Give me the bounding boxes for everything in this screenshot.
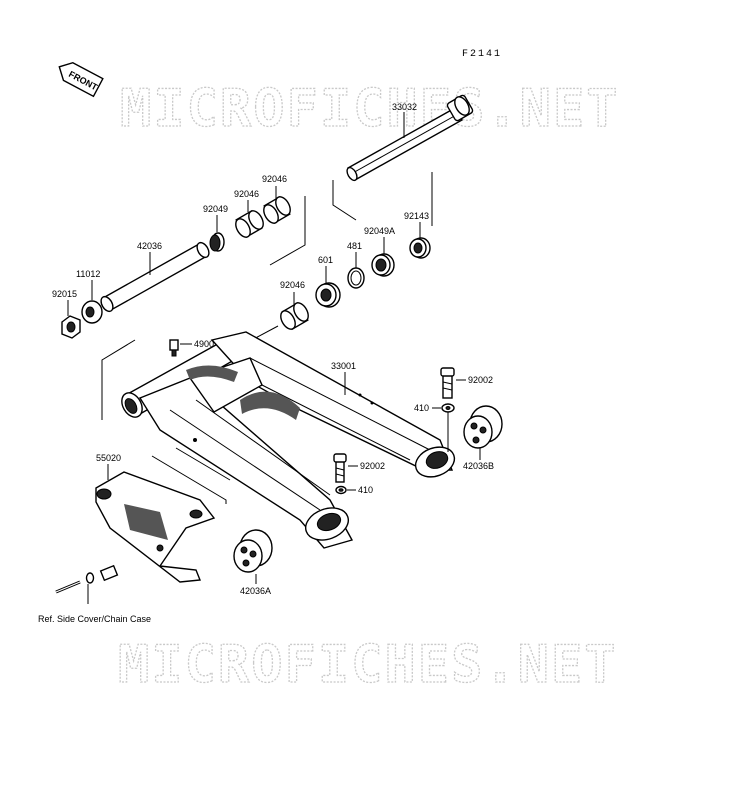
ref-note: Ref. Side Cover/Chain Case [38, 614, 151, 624]
label-42036: 42036 [137, 241, 162, 251]
bearing-92046-mid [235, 209, 264, 239]
watermark-bottom: MICROFICHES.NET [118, 635, 618, 695]
bushing-42036A [233, 529, 273, 573]
bolt-92002-lower [333, 453, 347, 483]
washer-410-lower [335, 485, 347, 495]
fitting-49001 [169, 339, 179, 357]
label-481: 481 [347, 241, 362, 251]
label-92015: 92015 [52, 289, 77, 299]
label-33001: 33001 [331, 361, 356, 371]
watermark-top: MICROFICHES.NET [120, 79, 620, 139]
seal-92049A [371, 253, 395, 277]
label-55020: 55020 [96, 453, 121, 463]
label-410-right: 410 [414, 403, 429, 413]
label-92143: 92143 [404, 211, 429, 221]
label-92046-mid: 92046 [234, 189, 259, 199]
seal-92049 [209, 232, 225, 252]
bushing-42036B [463, 405, 503, 449]
label-11012: 11012 [76, 269, 100, 279]
label-49001: 49001 [194, 339, 219, 349]
axle-33032 [346, 94, 474, 182]
washer-410-right [441, 403, 455, 413]
label-410-lower: 410 [358, 485, 373, 495]
collar-92143 [409, 237, 431, 259]
bearing-92046-lower [280, 301, 309, 331]
label-42036A: 42036A [240, 586, 271, 596]
figure-code: F2141 [462, 49, 502, 60]
swingarm-33001 [121, 331, 456, 549]
cap-11012 [81, 300, 103, 324]
label-601: 601 [318, 255, 333, 265]
label-92049A: 92049A [364, 226, 395, 236]
label-33032: 33032 [392, 102, 417, 112]
label-92002-right: 92002 [468, 375, 493, 385]
label-92046-top: 92046 [262, 174, 287, 184]
label-42036B: 42036B [463, 461, 494, 471]
bolt-92002-right [440, 367, 455, 399]
chain-slider-55020 [95, 471, 216, 583]
small-bolt-assembly [55, 564, 119, 594]
label-92049: 92049 [203, 204, 228, 214]
ring-481 [347, 267, 365, 289]
front-arrow-icon: FRONT [58, 61, 104, 98]
label-92002-lower: 92002 [360, 461, 385, 471]
sleeve-42036 [100, 241, 210, 313]
bearing-92046-top [263, 195, 291, 225]
bearing-601 [315, 282, 341, 308]
label-92046-lower: 92046 [280, 280, 305, 290]
nut-92015 [61, 315, 81, 339]
